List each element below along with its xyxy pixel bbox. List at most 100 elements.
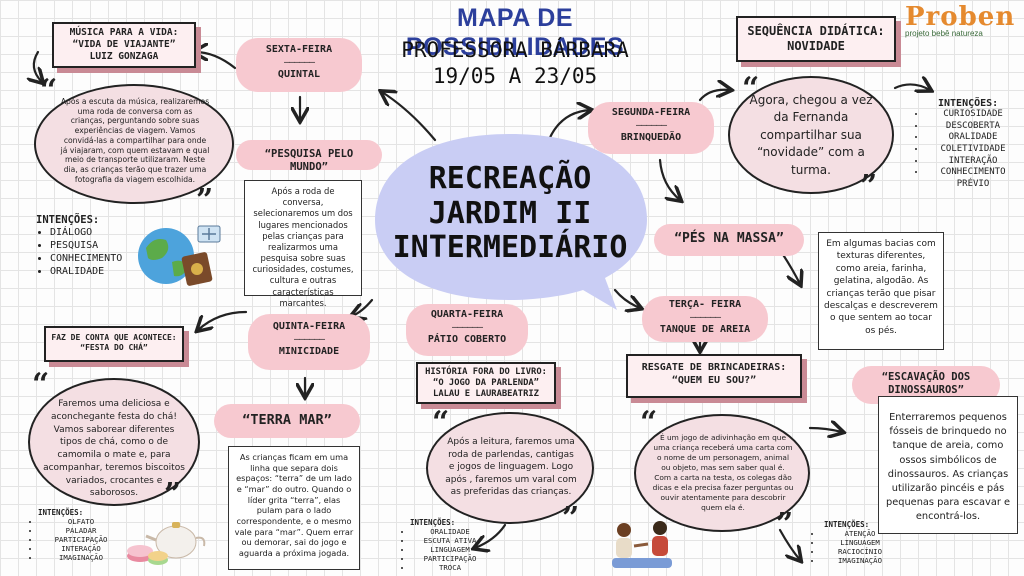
intencoes-list: OLFATO PALADAR PARTICIPAÇÃO INTERAÇÃO IM… — [26, 517, 122, 563]
faz-tag: FAZ DE CONTA QUE ACONTECE: “FESTA DO CHÁ… — [44, 326, 184, 362]
musica-tag: MÚSICA PARA A VIDA: “VIDA DE VIAJANTE” L… — [52, 22, 196, 68]
intencao-item: INTERAÇÃO — [926, 156, 1020, 168]
day-label: TERÇA- FEIRA — [668, 299, 742, 310]
center-line3: INTERMEDIÁRIO — [392, 230, 628, 265]
tag-line: SEQUÊNCIA DIDÁTICA: — [747, 24, 885, 38]
intencao-item: CONHECIMENTO PRÉVIO — [926, 167, 1020, 190]
tag-line: NOVIDADE — [787, 39, 845, 53]
quote-open-icon: “ — [640, 405, 658, 440]
arrow-resgate-escav — [808, 428, 842, 432]
sequencia-blob — [728, 76, 894, 194]
intencao-item: ESCUTA ATIVA — [412, 536, 488, 545]
intencao-item: RACIOCÍNIO — [822, 547, 898, 556]
intencoes-list: ATENÇÃO LINGUAGEM RACIOCÍNIO IMAGINAÇÃO — [808, 529, 898, 565]
musica-text: Após a escuta da música, realizaremos um… — [60, 97, 210, 184]
intencoes-title: INTENÇÕES: — [38, 508, 84, 517]
intencao-item: IMAGINAÇÃO — [40, 553, 122, 562]
intencao-item: LINGUAGEM — [822, 538, 898, 547]
intencao-item: DESCOBERTA — [926, 121, 1020, 133]
resgate-intencoes: INTENÇÕES: ATENÇÃO LINGUAGEM RACIOCÍNIO … — [808, 520, 898, 565]
tag-line: HISTÓRIA FORA DO LIVRO: — [425, 367, 547, 377]
intencoes-list: CURIOSIDADE DESCOBERTA ORALIDADE COLETIV… — [912, 109, 1020, 191]
day-pill-quinta: QUINTA-FEIRA —————— MINICIDADE — [248, 314, 370, 370]
label-line: DINOSSAUROS” — [888, 384, 964, 397]
terra-box: As crianças ficam em uma linha que separ… — [228, 446, 360, 570]
pesquisa-box: Após a roda de conversa, selecionaremos … — [244, 180, 362, 308]
arrow-seq-intencoes — [893, 84, 930, 90]
arrow-to-musica — [195, 52, 237, 70]
intencao-item: ORALIDADE — [412, 527, 488, 536]
page-title: MAPA DE POSSIBILIDADES — [405, 4, 625, 61]
intencao-item: ORALIDADE — [50, 265, 146, 278]
faz-text: Faremos uma deliciosa e aconchegante fes… — [43, 399, 185, 499]
arrow-to-sexta — [382, 92, 437, 142]
center-title: RECREAÇÃO JARDIM II INTERMEDIÁRIO — [380, 161, 640, 266]
children-playing-icon — [612, 521, 672, 568]
day-theme: BRINQUEDÃO — [620, 132, 682, 143]
faz-blob — [28, 378, 200, 506]
center-line2: JARDIM II — [428, 195, 592, 231]
day-divider: —————— — [451, 321, 483, 333]
intencao-item: ATENÇÃO — [822, 529, 898, 538]
resgate-tag: RESGATE DE BRINCADEIRAS: “QUEM EU SOU?” — [626, 354, 802, 398]
day-label: QUARTA-FEIRA — [430, 309, 504, 320]
quote-open-icon: “ — [40, 73, 58, 108]
historia-text: Após a leitura, faremos uma roda de parl… — [445, 437, 577, 498]
logo: Proben projeto bebê natureza — [905, 2, 1019, 48]
pes-box: Em algumas bacias com texturas diferente… — [818, 232, 944, 350]
day-divider: —————— — [283, 56, 315, 68]
tag-line: “O JOGO DA PARLENDA” — [433, 377, 539, 388]
logo-tagline: projeto bebê natureza — [905, 29, 983, 38]
sequencia-tag: SEQUÊNCIA DIDÁTICA: NOVIDADE — [736, 16, 896, 62]
intencao-item: DIÁLOGO — [50, 226, 146, 239]
globe-travel-icon — [138, 225, 221, 286]
musica-intencoes: INTENÇÕES: DIÁLOGO PESQUISA CONHECIMENTO… — [36, 214, 146, 278]
center-bubble — [375, 134, 647, 310]
intencao-item: PALADAR — [40, 526, 122, 535]
logo-text: Proben — [905, 2, 1016, 32]
sequencia-intencoes: INTENÇÕES: CURIOSIDADE DESCOBERTA ORALID… — [912, 98, 1020, 191]
intencoes-list: ORALIDADE ESCUTA ATIVA LINGUAGEM PARTICI… — [398, 527, 488, 573]
tag-line: MÚSICA PARA A VIDA: — [69, 27, 179, 38]
intencao-item: CONHECIMENTO — [50, 252, 146, 265]
historia-tag: HISTÓRIA FORA DO LIVRO: “O JOGO DA PARLE… — [416, 362, 556, 404]
intencao-item: ORALIDADE — [926, 132, 1020, 144]
tag-line: FAZ DE CONTA QUE ACONTECE: — [51, 333, 177, 342]
intencoes-title: INTENÇÕES: — [938, 98, 999, 109]
historia-intencoes: INTENÇÕES: ORALIDADE ESCUTA ATIVA LINGUA… — [398, 518, 488, 573]
intencao-item: PESQUISA — [50, 239, 146, 252]
tag-line: LUIZ GONZAGA — [89, 50, 159, 62]
tag-line: RESGATE DE BRINCADEIRAS: — [641, 362, 787, 373]
day-theme: TANQUE DE AREIA — [659, 324, 751, 335]
quote-open-icon: “ — [432, 405, 450, 440]
intencoes-title: INTENÇÕES: — [36, 214, 100, 226]
intencao-item: INTERAÇÃO — [40, 544, 122, 553]
day-pill-segunda: SEGUNDA-FEIRA —————— BRINQUEDÃO — [588, 102, 714, 154]
arrow-historia-int — [475, 523, 507, 548]
day-theme: QUINTAL — [277, 69, 321, 80]
arrow-resgate-int — [778, 528, 800, 560]
arrow-segunda-seq — [698, 90, 730, 102]
day-pill-quarta: QUARTA-FEIRA —————— PÁTIO COBERTO — [406, 304, 528, 356]
quote-close-icon: ” — [562, 501, 580, 536]
pes-label: “PÉS NA MASSA” — [654, 224, 804, 256]
terra-label: “TERRA MAR” — [214, 404, 360, 438]
arrow-to-terca — [613, 288, 640, 308]
intencao-item: PARTICIPAÇÃO — [412, 554, 488, 563]
intencao-item: PARTICIPAÇÃO — [40, 535, 122, 544]
day-divider: —————— — [635, 119, 667, 131]
day-pill-sexta: SEXTA-FEIRA —————— QUINTAL — [236, 38, 362, 92]
arrow-musica-curve — [34, 50, 42, 82]
day-pill-terca: TERÇA- FEIRA —————— TANQUE DE AREIA — [642, 296, 768, 342]
intencoes-title: INTENÇÕES: — [824, 520, 870, 529]
intencoes-list: DIÁLOGO PESQUISA CONHECIMENTO ORALIDADE — [36, 226, 146, 278]
tag-line: “QUEM EU SOU?” — [671, 374, 757, 386]
intencao-item: TROCA — [412, 563, 488, 572]
date-range: 19/05 A 23/05 — [432, 64, 598, 88]
intencao-item: COLETIVIDADE — [926, 144, 1020, 156]
quote-close-icon: ” — [196, 183, 214, 218]
day-theme: MINICIDADE — [278, 346, 340, 357]
intencoes-title: INTENÇÕES: — [410, 518, 456, 527]
pesquisa-label: “PESQUISA PELO MUNDO” — [236, 140, 382, 173]
quote-close-icon: ” — [164, 477, 182, 512]
